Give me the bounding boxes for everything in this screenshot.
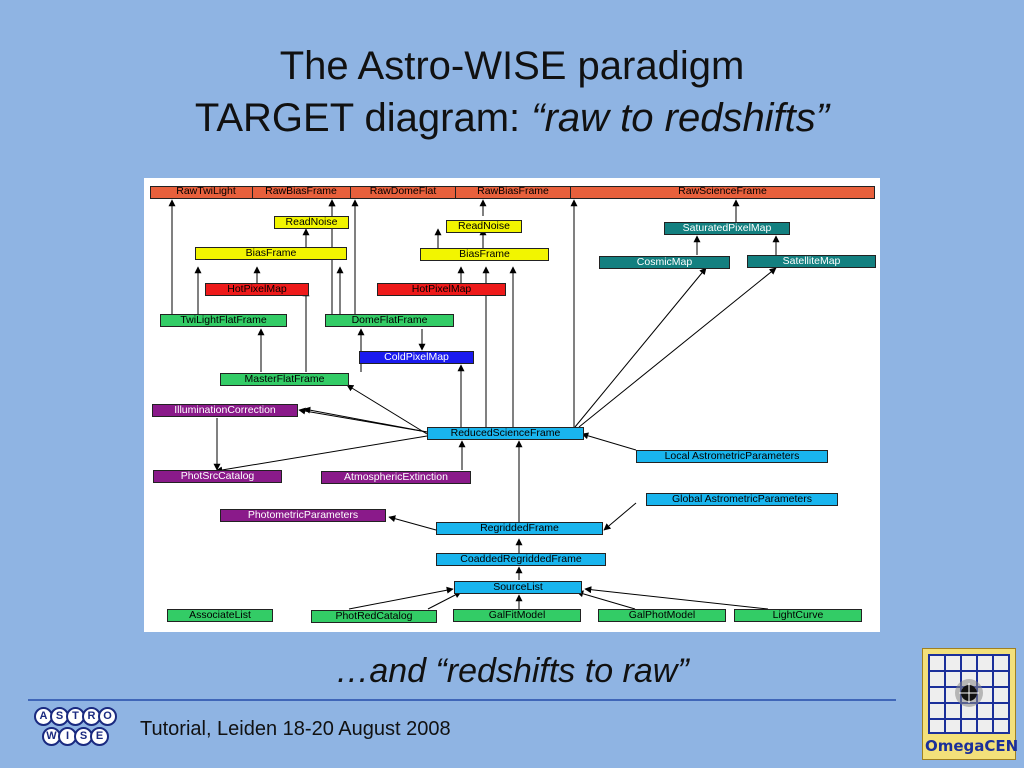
- cosmic-map-node: CosmicMap: [599, 256, 730, 269]
- source-list-node: SourceList: [454, 581, 582, 594]
- phot-red-catalog-node: PhotRedCatalog: [311, 610, 437, 623]
- target-diagram: RawTwiLight RawBiasFrame RawDomeFlat Raw…: [144, 178, 880, 632]
- cold-pixel-map-node: ColdPixelMap: [359, 351, 474, 364]
- bias-frame-node: BiasFrame: [195, 247, 347, 260]
- title-prefix: TARGET diagram:: [194, 96, 532, 140]
- local-astrometric-parameters-node: Local AstrometricParameters: [636, 450, 828, 463]
- logo-letter: E: [90, 727, 109, 746]
- associate-list-node: AssociateList: [167, 609, 273, 622]
- illumination-correction-node: IlluminationCorrection: [152, 404, 298, 417]
- raw-frames-row: [150, 186, 875, 199]
- raw-bias-frame: RawBiasFrame: [265, 186, 337, 197]
- omegacen-label: OmegaCEN: [925, 737, 1019, 755]
- reduced-science-frame-node: ReducedScienceFrame: [427, 427, 584, 440]
- raw-dome-flat: RawDomeFlat: [369, 186, 437, 197]
- twilight-flat-frame-node: TwiLightFlatFrame: [160, 314, 287, 327]
- global-astrometric-parameters-node: Global AstrometricParameters: [646, 493, 838, 506]
- slide-subtitle: …and “redshifts to raw”: [335, 652, 689, 690]
- omegacen-logo: OmegaCEN: [922, 648, 1019, 760]
- gal-phot-model-node: GalPhotModel: [598, 609, 726, 622]
- footer-text: Tutorial, Leiden 18-20 August 2008: [140, 718, 451, 740]
- hot-pixel-map-node: HotPixelMap: [205, 283, 309, 296]
- raw-science-frame: RawScienceFrame: [678, 186, 767, 197]
- footer-divider: [28, 699, 896, 701]
- read-noise-node: ReadNoise: [274, 216, 349, 229]
- omegacen-grid-icon: [928, 654, 1010, 734]
- coadded-regridded-frame-node: CoaddedRegriddedFrame: [436, 553, 606, 566]
- raw-bias-frame-2: RawBiasFrame: [477, 186, 549, 197]
- logo-letter: O: [98, 707, 117, 726]
- phot-src-catalog-node: PhotSrcCatalog: [153, 470, 282, 483]
- hot-pixel-map-node-2: HotPixelMap: [377, 283, 506, 296]
- atmospheric-extinction-node: AtmosphericExtinction: [321, 471, 471, 484]
- title-italic: “raw to redshifts”: [531, 96, 830, 140]
- logo-letter: A: [34, 707, 53, 726]
- master-flat-frame-node: MasterFlatFrame: [220, 373, 349, 386]
- saturated-pixel-map-node: SaturatedPixelMap: [664, 222, 790, 235]
- dome-flat-frame-node: DomeFlatFrame: [325, 314, 454, 327]
- satellite-map-node: SatelliteMap: [747, 255, 876, 268]
- regridded-frame-node: RegriddedFrame: [436, 522, 603, 535]
- bias-frame-node-2: BiasFrame: [420, 248, 549, 261]
- diagram-arrows: [168, 199, 780, 610]
- read-noise-node-2: ReadNoise: [446, 220, 522, 233]
- raw-twilight: RawTwiLight: [176, 186, 236, 197]
- slide-title-line1: The Astro-WISE paradigm: [279, 44, 745, 88]
- slide-title-line2: TARGET diagram: “raw to redshifts”: [0, 92, 1024, 144]
- light-curve-node: LightCurve: [734, 609, 862, 622]
- astro-wise-logo: A S T R O W I S E: [30, 705, 120, 751]
- photometric-parameters-node: PhotometricParameters: [220, 509, 386, 522]
- gal-fit-model-node: GalFitModel: [453, 609, 581, 622]
